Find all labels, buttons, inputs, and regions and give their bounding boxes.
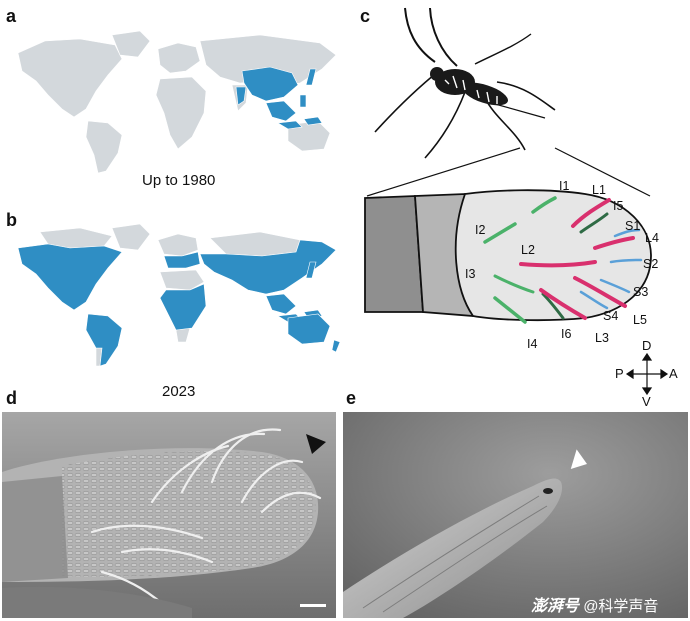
sensillum-label: I5 (613, 199, 623, 213)
sensillum-label: L2 (521, 243, 535, 257)
watermark-account: @科学声音 (583, 598, 659, 615)
sensillum-label: L5 (633, 313, 647, 327)
axis-dorsal: D (642, 338, 651, 353)
sensillum-label: L3 (595, 331, 609, 345)
sensillum-label: L1 (592, 183, 606, 197)
panel-a-label: a (6, 6, 17, 26)
axis-posterior: P (615, 366, 624, 381)
sensillum-label: I3 (465, 267, 475, 281)
sensillum-label: S1 (625, 219, 640, 233)
panel-c-label: c (360, 6, 371, 26)
panel-d-label: d (6, 388, 17, 408)
sensillum-label: S4 (603, 309, 618, 323)
watermark: 澎湃号 @科学声音 (531, 592, 658, 616)
sensillum-label: I6 (561, 327, 571, 341)
mosquito-body (430, 67, 508, 106)
leg-segment (364, 189, 652, 322)
world-map-2023 (17, 223, 341, 367)
mosquito-sensilla-diagram: I1 L1 I5 I2 S1 L4 L2 S2 I3 S3 S4 L5 I6 L… (364, 7, 678, 409)
axis-ventral: V (642, 394, 651, 409)
arrowhead-marker (306, 434, 326, 454)
world-map-1980 (17, 30, 337, 174)
sensillum-label: I2 (475, 223, 485, 237)
sensillum-label: S3 (633, 285, 648, 299)
sensillum-label: I1 (559, 179, 569, 193)
axis-anterior: A (669, 366, 678, 381)
orientation-compass (625, 352, 669, 396)
sensillum-label: L4 (645, 231, 659, 245)
scale-bar (300, 604, 326, 607)
panel-b-label: b (6, 210, 17, 230)
sensilla-strokes (483, 196, 643, 324)
panel-b-caption: 2023 (162, 383, 196, 400)
arrowhead-marker (570, 449, 588, 469)
sensillum-label: S2 (643, 257, 658, 271)
sem-image-sensillum: 澎湃号 @科学声音 (343, 412, 688, 618)
panel-e-label: e (346, 388, 357, 408)
sem-image-leg (2, 412, 336, 618)
watermark-brand: 澎湃号 (531, 598, 580, 615)
sensillum-label: I4 (527, 337, 537, 351)
panel-a-caption: Up to 1980 (142, 172, 216, 189)
